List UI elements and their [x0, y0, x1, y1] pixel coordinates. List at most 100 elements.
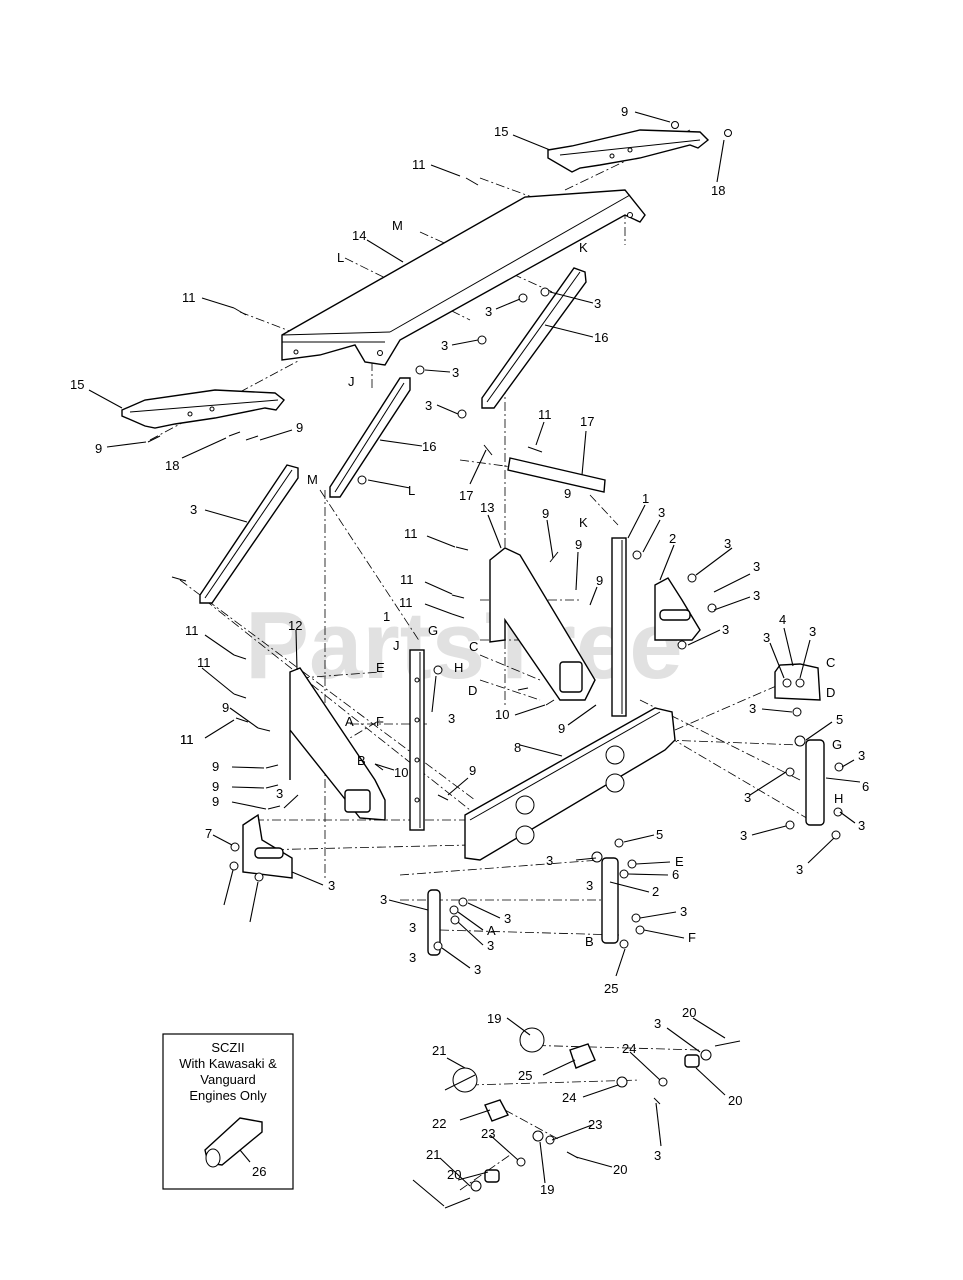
callout: 4	[779, 612, 786, 627]
callout: 17	[459, 488, 473, 503]
callout: 3	[487, 938, 494, 953]
callout: G	[832, 737, 842, 752]
callout: 9	[564, 486, 571, 501]
callout: 3	[190, 502, 197, 517]
engine-note-box: SCZII With Kawasaki & Vanguard Engines O…	[162, 1033, 294, 1190]
hardware-nuts	[229, 121, 844, 951]
part-16-upper-strut	[481, 267, 587, 409]
callout: 21	[432, 1043, 446, 1058]
part-1-upright-right	[611, 537, 627, 717]
callout: 3	[409, 950, 416, 965]
callout: 3	[809, 624, 816, 639]
callout: C	[469, 639, 478, 654]
callout: 19	[487, 1011, 501, 1026]
callout: 11	[404, 526, 418, 541]
callout: 3	[425, 398, 432, 413]
callout: 24	[562, 1090, 576, 1105]
callout: E	[376, 660, 385, 675]
callout: B	[585, 934, 594, 949]
callout: 11	[400, 572, 414, 587]
part-6-right-strap	[805, 739, 825, 826]
callout: K	[579, 240, 588, 255]
leader-lines	[88, 111, 861, 1207]
note-line-1: SCZII	[211, 1040, 244, 1055]
callout: 24	[622, 1041, 636, 1056]
callout: 9	[222, 700, 229, 715]
callout: 3	[474, 962, 481, 977]
callout: 25	[518, 1068, 532, 1083]
callout: 11	[180, 732, 194, 747]
callout: 5	[656, 827, 663, 842]
callout: 9	[296, 420, 303, 435]
part-2-left-bracket	[242, 813, 293, 879]
callout: 3	[680, 904, 687, 919]
callout: 16	[422, 439, 436, 454]
callout: 3	[452, 365, 459, 380]
callout: 3	[441, 338, 448, 353]
callout: A	[345, 714, 354, 729]
callout: 10	[394, 765, 408, 780]
callout: L	[408, 483, 415, 498]
callout: 9	[212, 759, 219, 774]
callout: 15	[70, 377, 84, 392]
callout: 9	[212, 779, 219, 794]
part-15-upper-hinge-bracket	[547, 129, 710, 173]
callout: 21	[426, 1147, 440, 1162]
note-part-number: 26	[252, 1164, 266, 1179]
callout: 3	[796, 862, 803, 877]
callout: 3	[858, 748, 865, 763]
note-line-2: With Kawasaki &	[179, 1056, 277, 1071]
callout: 3	[448, 711, 455, 726]
callout-labels: 9 15 18 11 M 14 L K 11 3 3 16 3 J 3 15 3…	[70, 104, 869, 1197]
callout: J	[348, 374, 355, 389]
callout: K	[579, 515, 588, 530]
callout: 9	[542, 506, 549, 521]
callout: H	[454, 660, 463, 675]
callout: 3	[654, 1016, 661, 1031]
callout: 11	[399, 595, 413, 610]
callout: J	[393, 638, 400, 653]
callout: 9	[95, 441, 102, 456]
callout: 3	[749, 701, 756, 716]
callout: 9	[575, 537, 582, 552]
callout: 18	[711, 183, 725, 198]
callout: 2	[652, 884, 659, 899]
callout: D	[468, 683, 477, 698]
callout: 11	[197, 655, 211, 670]
callout: 3	[485, 304, 492, 319]
callout: 9	[212, 794, 219, 809]
callout: G	[428, 623, 438, 638]
callout: 7	[205, 826, 212, 841]
callout: 11	[180, 732, 194, 747]
callout: 23	[481, 1126, 495, 1141]
callout: 9	[596, 573, 603, 588]
callout: 3	[594, 296, 601, 311]
callout: 6	[672, 867, 679, 882]
callout: 1	[642, 491, 649, 506]
part-17-brace-bar-right	[507, 457, 606, 493]
callout: 6	[862, 779, 869, 794]
callout: A	[487, 923, 496, 938]
part-16-lower-strut	[329, 377, 411, 498]
part-15-lower-hinge-bracket	[121, 389, 285, 429]
hardware-pin-assembly	[444, 1027, 741, 1209]
part-13-gusset-plate	[489, 547, 596, 701]
part-14-top-panel	[281, 189, 646, 366]
callout: 3	[763, 630, 770, 645]
note-line-3: Vanguard	[200, 1072, 255, 1087]
callout: 3	[328, 878, 335, 893]
callout: 25	[604, 981, 618, 996]
callout: 3	[658, 505, 665, 520]
callout: 18	[165, 458, 179, 473]
part-17-brace-bar-left	[199, 464, 299, 604]
part-2-right-bracket	[654, 577, 701, 641]
callout: 3	[409, 920, 416, 935]
callout: 22	[432, 1116, 446, 1131]
part-1-upright-left	[409, 649, 425, 831]
callout: 3	[753, 588, 760, 603]
callout: 17	[580, 414, 594, 429]
callout: 3	[586, 878, 593, 893]
callout: 11	[412, 157, 426, 172]
callout: 20	[728, 1093, 742, 1108]
hardware-bolts	[147, 177, 559, 810]
